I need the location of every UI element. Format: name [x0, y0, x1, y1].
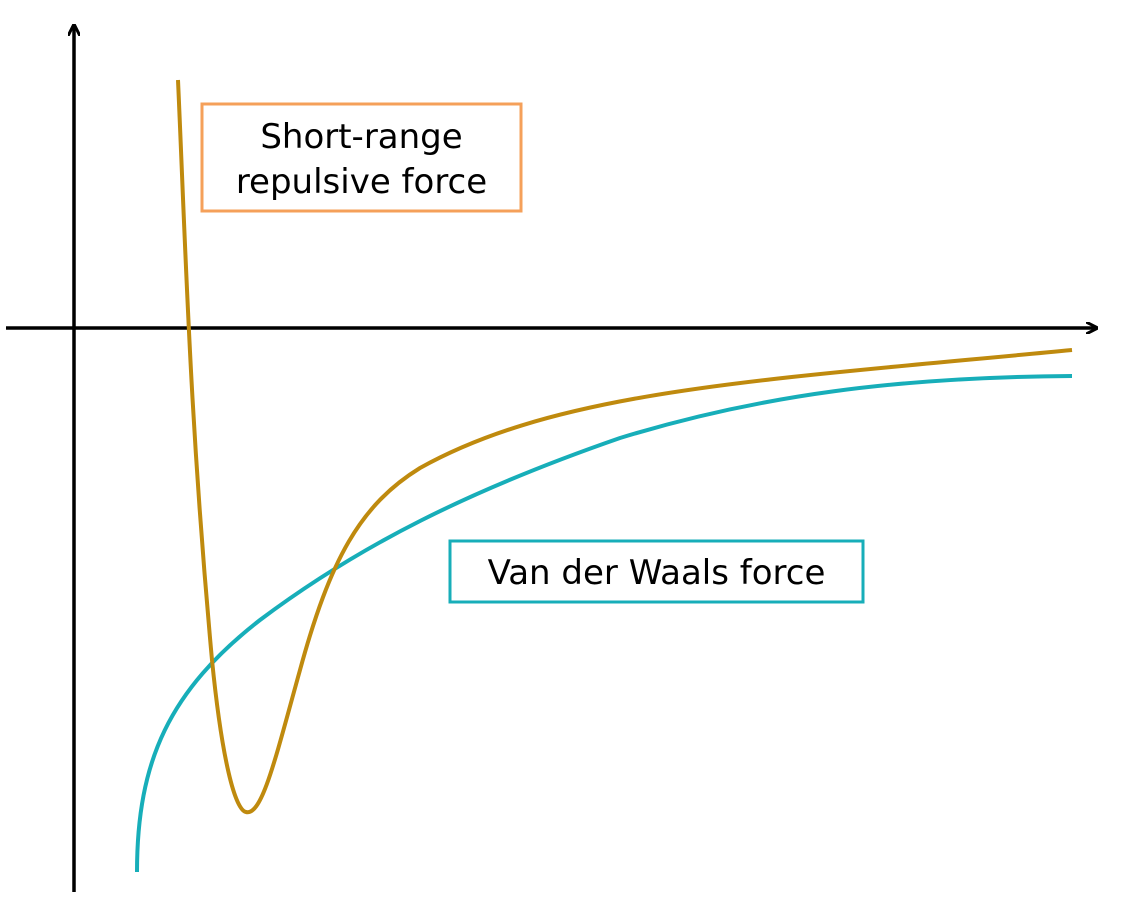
- repulsive-label-line2: repulsive force: [236, 162, 487, 202]
- repulsive-label-frame: [200, 102, 523, 213]
- vdw-label-text: Van der Waals force: [488, 553, 826, 593]
- repulsive-label-box: Short-range repulsive force: [200, 102, 523, 213]
- vdw-label-frame: [448, 539, 865, 604]
- repulsive-label-line1: Short-range: [260, 117, 462, 157]
- vdw-label-box: Van der Waals force: [448, 539, 865, 604]
- vdw-curve: [135, 374, 1073, 873]
- repulsive-curve: [176, 79, 1073, 815]
